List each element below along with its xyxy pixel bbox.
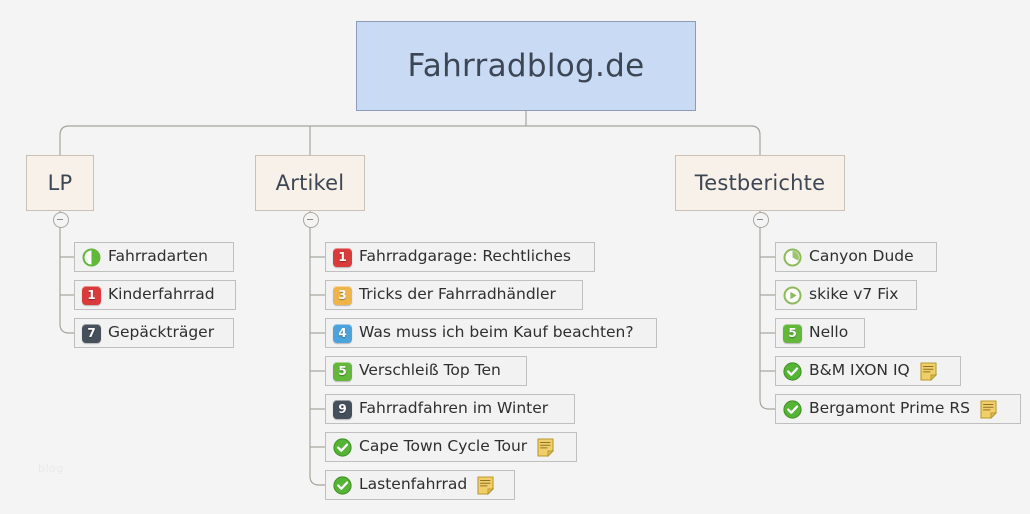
priority-7-icon[interactable]: 7 (82, 323, 101, 343)
note-icon[interactable] (477, 475, 495, 495)
root-node[interactable]: Fahrradblog.de (356, 21, 696, 111)
leaf-node-label: Fahrradarten (108, 247, 208, 266)
branch-node-testberichte[interactable]: Testberichte (675, 155, 845, 211)
leaf-node[interactable]: 3 Tricks der Fahrradhändler (325, 280, 583, 310)
branch-node-label: Testberichte (694, 171, 826, 195)
leaf-node-label: Nello (809, 323, 849, 342)
icon-badge-number: 7 (87, 326, 96, 340)
icon-badge-number: 3 (338, 288, 347, 302)
leaf-node-label: Lastenfahrrad (359, 475, 468, 494)
leaf-node-label: Verschleiß Top Ten (359, 361, 501, 380)
priority-9-icon[interactable]: 9 (333, 399, 352, 419)
root-node-label: Fahrradblog.de (407, 48, 645, 84)
check-circle-icon[interactable] (783, 361, 802, 381)
branch-node-label: LP (47, 171, 73, 195)
priority-5-icon[interactable]: 5 (333, 361, 352, 381)
collapse-toggle-lp[interactable] (53, 212, 69, 228)
leaf-node[interactable]: 1 Kinderfahrrad (74, 280, 236, 310)
note-icon[interactable] (920, 361, 937, 381)
leaf-node-label: Cape Town Cycle Tour (359, 437, 528, 456)
branch-node-lp[interactable]: LP (26, 155, 94, 211)
leaf-node[interactable]: skike v7 Fix (775, 280, 917, 310)
priority-3-icon[interactable]: 3 (333, 285, 352, 305)
leaf-node-label: Kinderfahrrad (108, 285, 215, 304)
icon-badge-number: 5 (338, 364, 347, 378)
play-circle-icon[interactable] (783, 286, 802, 305)
icon-badge-number: 1 (87, 288, 96, 302)
leaf-node[interactable]: Lastenfahrrad (325, 470, 515, 500)
leaf-node[interactable]: 5 Nello (775, 318, 865, 348)
leaf-node-label: Fahrradgarage: Rechtliches (359, 247, 571, 266)
leaf-node-label: Was muss ich beim Kauf beachten? (359, 323, 634, 342)
leaf-node-label: Bergamont Prime RS (809, 399, 970, 418)
leaf-node-label: Fahrradfahren im Winter (359, 399, 549, 418)
leaf-node[interactable]: Cape Town Cycle Tour (325, 432, 577, 462)
leaf-node[interactable]: 9 Fahrradfahren im Winter (325, 394, 575, 424)
leaf-node[interactable]: Bergamont Prime RS (775, 394, 1021, 424)
collapse-toggle-testberichte[interactable] (753, 212, 769, 228)
leaf-node[interactable]: 5 Verschleiß Top Ten (325, 356, 527, 386)
leaf-node[interactable]: 4 Was muss ich beim Kauf beachten? (325, 318, 657, 348)
minus-icon (57, 218, 63, 220)
priority-5-icon[interactable]: 5 (783, 323, 802, 343)
collapse-toggle-artikel[interactable] (303, 212, 319, 228)
priority-1-icon[interactable]: 1 (82, 285, 101, 305)
leaf-node[interactable]: 1 Fahrradgarage: Rechtliches (325, 242, 595, 272)
branch-node-artikel[interactable]: Artikel (255, 155, 365, 211)
minus-icon (307, 218, 313, 220)
priority-4-icon[interactable]: 4 (333, 323, 352, 343)
note-icon[interactable] (980, 399, 998, 419)
leaf-node-label: skike v7 Fix (809, 285, 899, 304)
leaf-node[interactable]: 7 Gepäckträger (74, 318, 234, 348)
leaf-node-label: Tricks der Fahrradhändler (359, 285, 556, 304)
half-circle-icon[interactable] (82, 248, 101, 267)
icon-badge-number: 1 (338, 250, 347, 264)
check-circle-icon[interactable] (333, 475, 352, 495)
icon-badge-number: 5 (788, 326, 797, 340)
watermark-text: blog (38, 462, 64, 475)
priority-1-icon[interactable]: 1 (333, 247, 352, 267)
icon-badge-number: 4 (338, 326, 347, 340)
note-icon[interactable] (537, 437, 555, 457)
icon-badge-number: 9 (338, 402, 347, 416)
check-circle-icon[interactable] (783, 399, 802, 419)
leaf-node-label: Canyon Dude (809, 247, 914, 266)
minus-icon (757, 218, 763, 220)
clock-progress-icon[interactable] (783, 248, 802, 267)
leaf-node[interactable]: Fahrradarten (74, 242, 234, 272)
leaf-node[interactable]: Canyon Dude (775, 242, 937, 272)
leaf-node[interactable]: B&M IXON IQ (775, 356, 961, 386)
check-circle-icon[interactable] (333, 437, 352, 457)
leaf-node-label: B&M IXON IQ (809, 361, 910, 380)
leaf-node-label: Gepäckträger (108, 323, 215, 342)
branch-node-label: Artikel (275, 171, 345, 195)
